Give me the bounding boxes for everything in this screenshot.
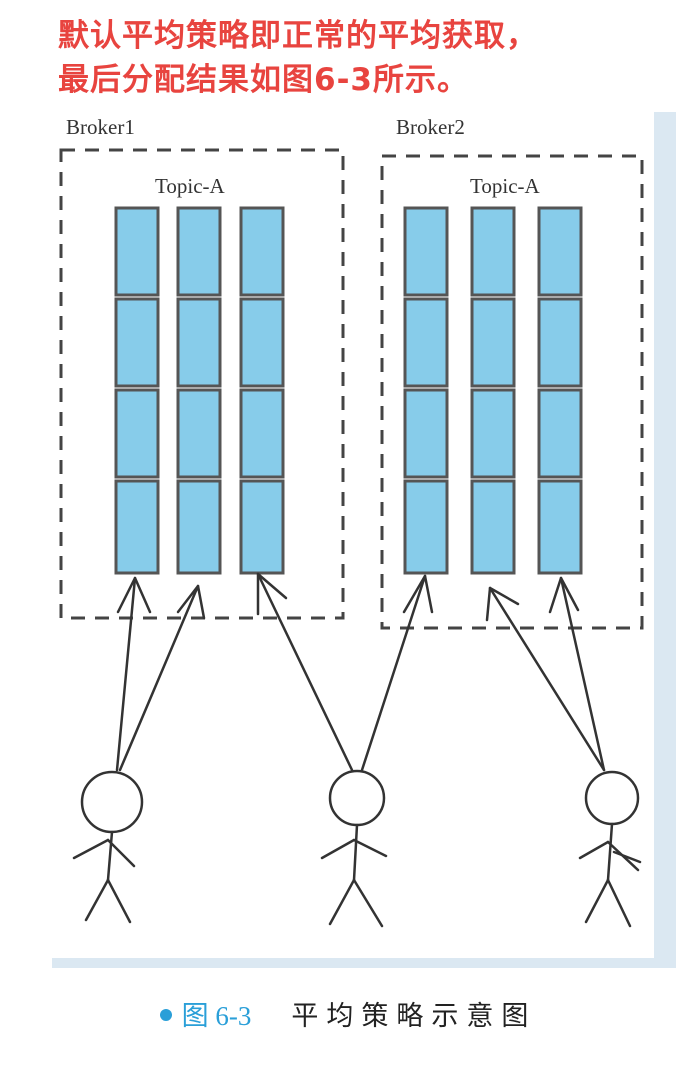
partition-cell (114, 297, 160, 388)
partition-cell (176, 206, 222, 297)
broker1-label: Broker1 (66, 115, 135, 139)
partition-cell (403, 297, 449, 388)
bullet-icon (159, 1008, 172, 1021)
heading-line-1: 默认平均策略即正常的平均获取， (58, 18, 538, 54)
partition-cell (470, 206, 516, 297)
consumer-3-icon (578, 770, 642, 928)
partition-cell (239, 479, 285, 575)
partition-cell (239, 206, 285, 297)
partition-cell (114, 388, 160, 479)
partition-cell (176, 479, 222, 575)
partition-cell (239, 388, 285, 479)
partition-cell (176, 388, 222, 479)
page-heading: 默认平均策略即正常的平均获取， 最后分配结果如图6-3所示。 (58, 14, 678, 102)
arrow-consumer2-to-col3 (256, 572, 354, 772)
arrow-consumer3-to-col6 (548, 576, 606, 772)
partition-cell (470, 297, 516, 388)
consumer-2-icon (320, 769, 388, 928)
partition-cell (114, 479, 160, 575)
partition-cell (403, 388, 449, 479)
figure-caption: 图 6-3 平均策略示意图 (0, 994, 696, 1033)
broker1-box (59, 148, 345, 620)
heading-line-2: 最后分配结果如图6-3所示。 (58, 62, 470, 98)
partition-cell (239, 297, 285, 388)
partition-cell (537, 388, 583, 479)
arrow-consumer2-to-col4 (360, 574, 434, 772)
consumer-1-icon (72, 770, 144, 924)
broker2-topic-label: Topic-A (470, 174, 541, 198)
partition-cell (403, 479, 449, 575)
figure-title: 平均策略示意图 (291, 1001, 537, 1032)
partition-cell (114, 206, 160, 297)
partition-cell (537, 479, 583, 575)
arrow-consumer1-to-col2 (118, 584, 206, 772)
arrow-consumer3-to-col5 (485, 586, 606, 772)
broker1-column-3 (239, 206, 285, 575)
partition-cell (176, 297, 222, 388)
figure-number: 图 6-3 (181, 1001, 252, 1031)
broker2-column-1 (403, 206, 449, 575)
broker1-topic-label: Topic-A (155, 174, 226, 198)
partition-cell (537, 297, 583, 388)
partition-cell (470, 479, 516, 575)
broker2-label: Broker2 (396, 115, 465, 139)
broker2-box (380, 154, 644, 630)
broker1-column-2 (176, 206, 222, 575)
arrow-consumer1-to-col1 (115, 576, 152, 772)
partition-cell (537, 206, 583, 297)
broker1-column-1 (114, 206, 160, 575)
partition-cell (403, 206, 449, 297)
broker2-column-3 (537, 206, 583, 575)
broker2-column-2 (470, 206, 516, 575)
partition-cell (470, 388, 516, 479)
